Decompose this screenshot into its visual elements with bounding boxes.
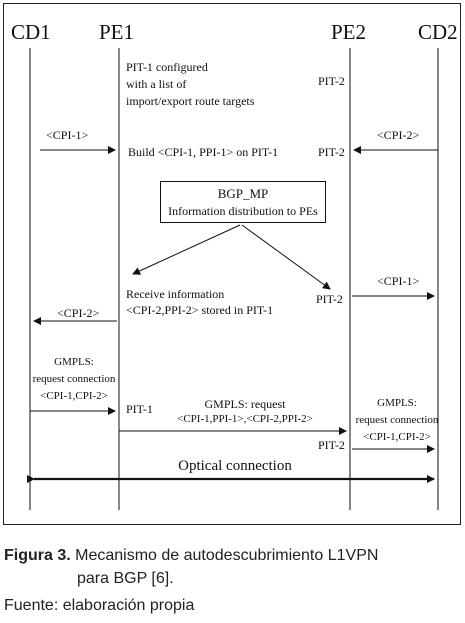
label-build: Build <CPI-1, PPI-1> on PIT-1: [128, 145, 279, 159]
pit2-label-lower: PIT-2: [318, 438, 345, 452]
node-pe1: PE1: [99, 20, 135, 44]
gmpls-left-line1: GMPLS:: [54, 356, 94, 368]
pit1-configured-line3: import/export route targets: [126, 94, 255, 108]
gmpls-right-line3: <CPI-1,CPI-2>: [363, 431, 431, 443]
pit2-label-mid: PIT-2: [316, 292, 343, 306]
bgp-mp-subtitle: Information distribution to PEs: [168, 204, 318, 218]
node-pe2: PE2: [331, 20, 367, 44]
figure-text-1: Mecanismo de autodescubrimiento L1VPN: [75, 547, 379, 564]
figure-text-2: para BGP [6].: [77, 570, 174, 587]
arrow-bgp-to-pe2: [241, 224, 331, 290]
figure-source: Fuente: elaboración propia: [4, 597, 195, 614]
pit1-configured-line2: with a list of: [126, 77, 187, 91]
diagram-frame: [3, 3, 461, 525]
figure-caption: Figura 3. Mecanismo de autodescubrimient…: [4, 547, 378, 565]
label-cpi1-left: <CPI-1>: [46, 128, 89, 142]
node-cd2: CD2: [418, 20, 458, 44]
gmpls-mid-line2: <CPI-1,PPI-1>,<CPI-2,PPI-2>: [177, 413, 313, 425]
label-cpi2-to-cd1: <CPI-2>: [57, 306, 100, 320]
receive-line1: Receive information: [126, 287, 225, 301]
bgp-mp-title: BGP_MP: [217, 186, 269, 201]
optical-connection-label: Optical connection: [178, 458, 292, 474]
label-cpi2-right: <CPI-2>: [377, 128, 420, 142]
gmpls-mid-line1: GMPLS: request: [204, 397, 286, 411]
sequence-lines: [27, 48, 439, 510]
pit2-label-top: PIT-2: [318, 74, 345, 88]
figure-label: Figura 3.: [4, 547, 71, 564]
gmpls-right-line2: request connection: [355, 414, 439, 426]
arrow-bgp-to-pe1: [132, 224, 241, 275]
receive-line2: <CPI-2,PPI-2> stored in PIT-1: [126, 303, 274, 317]
gmpls-left-line2: request connection: [32, 373, 116, 385]
label-cpi1-to-cd2: <CPI-1>: [377, 274, 420, 288]
gmpls-left-line3: <CPI-1,CPI-2>: [40, 390, 108, 402]
pit1-label-lower: PIT-1: [126, 402, 153, 416]
gmpls-right-line1: GMPLS:: [377, 397, 417, 409]
bgp-mp-box: [160, 181, 326, 223]
pit1-configured-line1: PIT-1 configured: [126, 60, 208, 74]
node-cd1: CD1: [11, 20, 51, 44]
pit2-label-build: PIT-2: [318, 145, 345, 159]
